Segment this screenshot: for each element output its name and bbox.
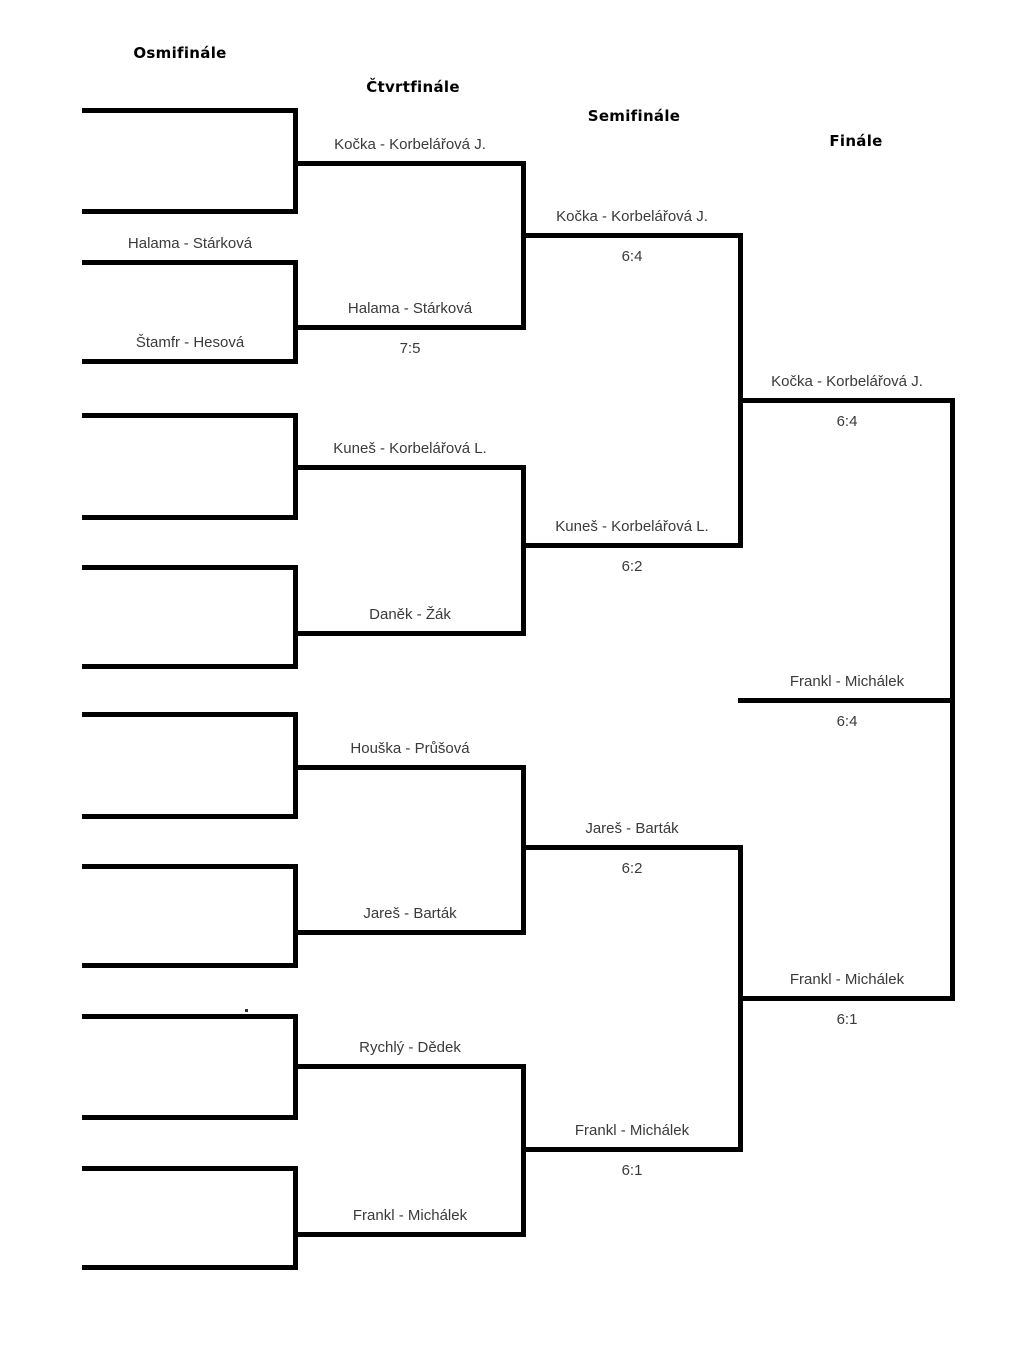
match-score-label: 6:1 xyxy=(621,1162,643,1179)
match-line-qf xyxy=(293,930,526,935)
match-connector xyxy=(293,712,298,819)
match-line-r16 xyxy=(82,515,298,520)
match-line-r16 xyxy=(82,565,298,570)
match-line-r16 xyxy=(82,260,298,265)
match-score-label: 6:4 xyxy=(836,413,858,430)
match-connector xyxy=(738,845,743,1152)
match-connector xyxy=(293,260,298,364)
match-connector xyxy=(293,108,298,214)
match-connector xyxy=(293,1014,298,1120)
match-line-qf xyxy=(293,465,526,470)
match-connector xyxy=(293,565,298,669)
round-header-4: Finále xyxy=(829,132,883,150)
match-score-label: 6:2 xyxy=(621,558,643,575)
match-connector xyxy=(293,864,298,968)
match-line-r16 xyxy=(82,814,298,819)
match-line-r16 xyxy=(82,1166,298,1171)
match-line-r16 xyxy=(82,1115,298,1120)
team-label: Halama - Stárková xyxy=(127,235,253,252)
match-connector xyxy=(293,413,298,520)
match-connector xyxy=(521,161,526,330)
match-line-qf xyxy=(293,161,526,166)
match-connector xyxy=(521,1064,526,1237)
match-line-sf xyxy=(521,233,743,238)
team-label: Kuneš - Korbelářová L. xyxy=(555,518,709,535)
match-connector xyxy=(738,233,743,548)
match-line-sf xyxy=(521,1147,743,1152)
team-label: Frankl - Michálek xyxy=(789,971,905,988)
team-label: Halama - Stárková xyxy=(347,300,473,317)
round-header-2: Čtvrtfinále xyxy=(366,78,460,96)
match-score-label: 6:2 xyxy=(621,860,643,877)
team-label: Štamfr - Hesová xyxy=(135,334,245,351)
match-line-r16 xyxy=(82,359,298,364)
match-line-r16 xyxy=(82,108,298,113)
match-line-qf xyxy=(293,631,526,636)
match-line-r16 xyxy=(82,413,298,418)
team-label: Jareš - Barták xyxy=(585,820,679,837)
team-label: Daněk - Žák xyxy=(369,606,451,623)
match-line-r16 xyxy=(82,963,298,968)
team-label: Frankl - Michálek xyxy=(352,1207,468,1224)
match-line-qf xyxy=(293,325,526,330)
match-line-qf xyxy=(293,765,526,770)
match-line-final xyxy=(738,996,955,1001)
team-label: Frankl - Michálek xyxy=(574,1122,690,1139)
match-line-r16 xyxy=(82,209,298,214)
match-score-label: 6:4 xyxy=(621,248,643,265)
stray-dot-artifact xyxy=(245,1009,248,1012)
team-label: Kočka - Korbelářová J. xyxy=(334,136,486,153)
round-header-1: Osmifinále xyxy=(133,44,227,62)
match-line-r16 xyxy=(82,1265,298,1270)
champion-line xyxy=(738,698,955,703)
round-header-3: Semifinále xyxy=(587,107,681,125)
match-line-r16 xyxy=(82,1014,298,1019)
match-score-label: 6:1 xyxy=(836,1011,858,1028)
match-line-sf xyxy=(521,845,743,850)
match-line-r16 xyxy=(82,712,298,717)
match-line-sf xyxy=(521,543,743,548)
team-label: Kočka - Korbelářová J. xyxy=(771,373,923,390)
champion-team-label: Frankl - Michálek xyxy=(789,673,905,690)
match-connector xyxy=(950,398,955,1001)
match-connector xyxy=(521,465,526,636)
match-line-r16 xyxy=(82,664,298,669)
match-line-qf xyxy=(293,1232,526,1237)
match-score-label: 7:5 xyxy=(399,340,421,357)
match-line-qf xyxy=(293,1064,526,1069)
team-label: Kuneš - Korbelářová L. xyxy=(333,440,487,457)
match-connector xyxy=(521,765,526,935)
team-label: Jareš - Barták xyxy=(363,905,457,922)
final-score-label: 6:4 xyxy=(836,713,858,730)
match-connector xyxy=(293,1166,298,1270)
team-label: Rychlý - Dědek xyxy=(359,1039,461,1056)
team-label: Houška - Průšová xyxy=(350,740,470,757)
team-label: Kočka - Korbelářová J. xyxy=(556,208,708,225)
match-line-final xyxy=(738,398,955,403)
match-line-r16 xyxy=(82,864,298,869)
